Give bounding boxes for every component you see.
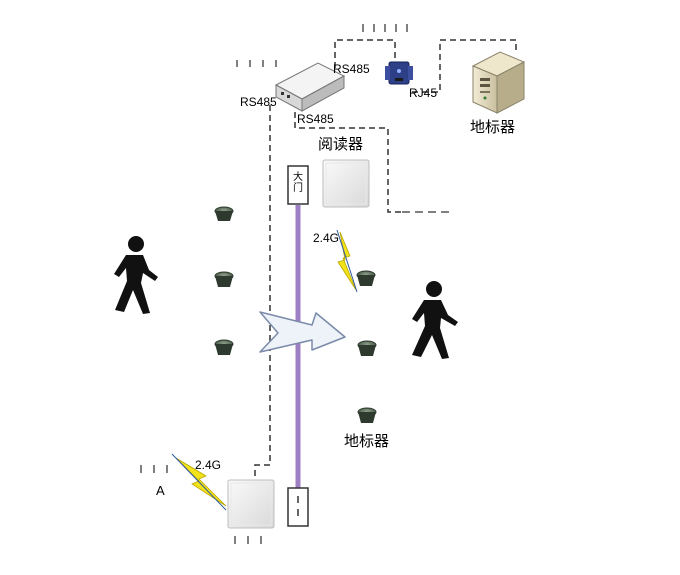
ground-marker-icon xyxy=(357,407,377,423)
converter-to-reader-line xyxy=(294,112,402,213)
reader-panel-icon xyxy=(322,159,370,208)
gate-label-line1: 大 xyxy=(293,172,303,183)
walking-person-icon xyxy=(412,281,458,359)
ground-marker-icon xyxy=(214,206,234,221)
wireless-signal-icon xyxy=(171,453,227,511)
gate-label-line2: 门 xyxy=(293,183,303,194)
network-adapter-icon xyxy=(385,61,413,85)
gate-label: 大 门 xyxy=(290,172,306,194)
converter-to-module-line xyxy=(334,39,396,68)
ground-marker-icon xyxy=(214,339,234,355)
direction-arrow-icon xyxy=(259,311,346,353)
tick-marks xyxy=(140,24,449,544)
walking-person-icon xyxy=(114,236,158,314)
rs485-top-label: RS485 xyxy=(333,62,370,76)
gate xyxy=(287,165,309,527)
left-bus-line xyxy=(254,105,271,478)
reader-panel-icon xyxy=(227,479,275,529)
wireless-signal-icon xyxy=(336,229,358,293)
module-to-server-line xyxy=(412,39,517,93)
rs485-bottom-label: RS485 xyxy=(297,112,334,126)
ground-marker-icon xyxy=(356,270,376,286)
converter-icon xyxy=(274,62,346,112)
rs485-left-label: RS485 xyxy=(240,95,277,109)
gate-post-top xyxy=(287,165,309,205)
server-icon xyxy=(471,51,526,114)
ground-marker-icon xyxy=(214,271,234,287)
ground-marker-label: 地标器 xyxy=(344,432,390,450)
connection-lines xyxy=(254,39,517,478)
server-label: 地标器 xyxy=(470,118,516,136)
frequency-label-lower: 2.4G xyxy=(195,458,222,472)
gate-post-bottom xyxy=(287,487,309,527)
point-a-label: A xyxy=(156,483,165,498)
reader-label: 阅读器 xyxy=(318,135,364,153)
rj45-label: RJ45 xyxy=(409,86,438,100)
ground-marker-icon xyxy=(357,340,377,356)
frequency-label-upper: 2.4G xyxy=(313,231,340,245)
ground-markers xyxy=(214,206,377,423)
